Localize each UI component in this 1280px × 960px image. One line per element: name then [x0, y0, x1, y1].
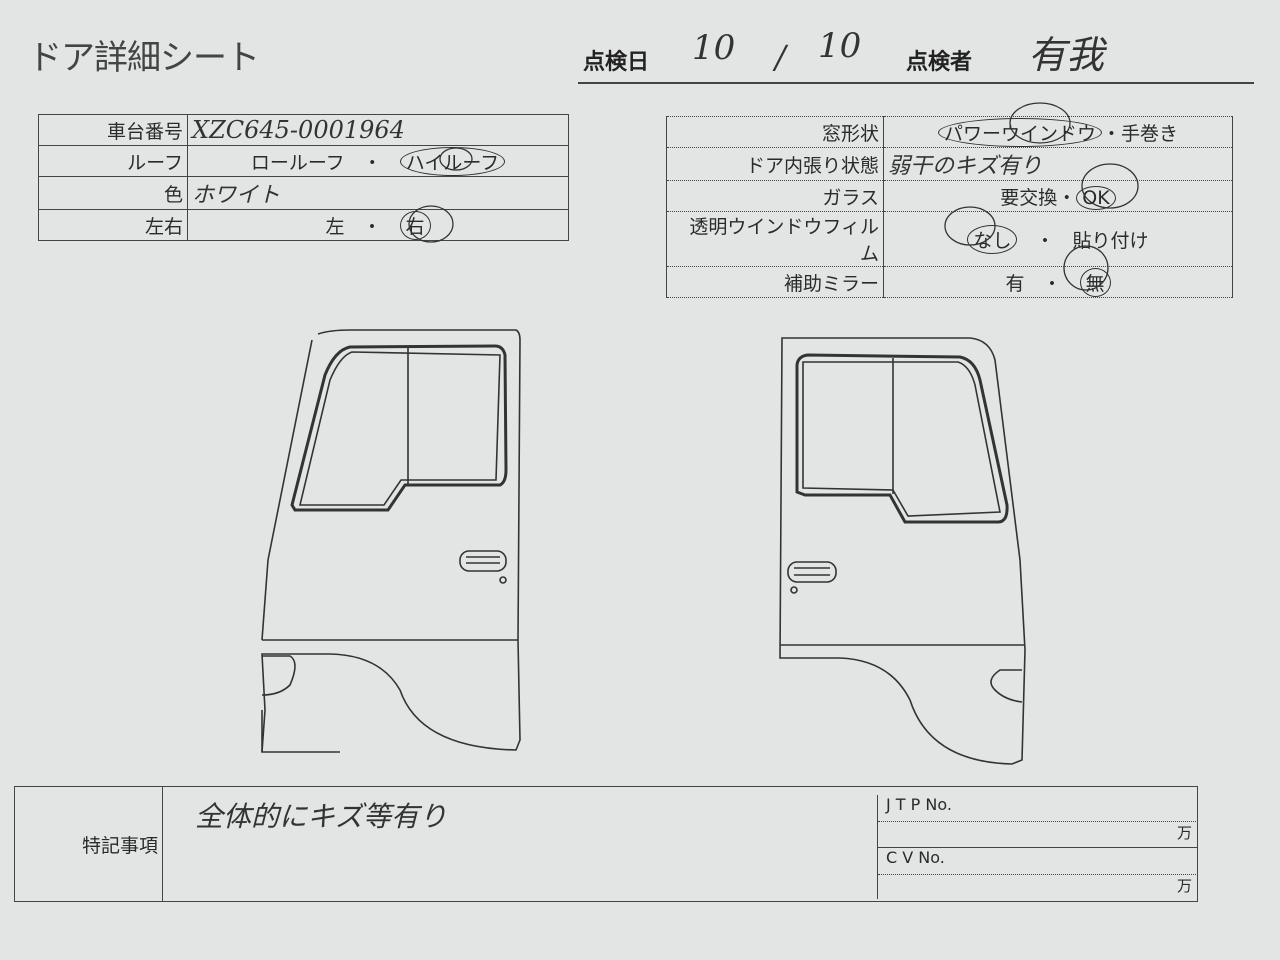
color-value: ホワイト: [187, 176, 569, 210]
row-label: 窓形状: [666, 116, 884, 148]
option-high-roof-selected[interactable]: ハイルーフ: [399, 146, 506, 176]
row-label: 補助ミラー: [666, 266, 884, 298]
date-month: 10: [692, 28, 736, 68]
left-door-diagram: [261, 329, 521, 753]
chassis-number: XZC645-0001964: [187, 114, 569, 146]
option-none-selected[interactable]: なし: [967, 224, 1018, 254]
sheet-title: ドア詳細シート: [28, 38, 260, 78]
table-row: ドア内張り状態 弱干のキズ有り: [666, 147, 1233, 181]
date-separator: /: [775, 38, 786, 76]
vehicle-info-table: 車台番号 XZC645-0001964 ルーフ ロールーフ・ハイルーフ 色 ホワ…: [38, 114, 569, 241]
option-left[interactable]: 左: [325, 215, 345, 238]
option-replace[interactable]: 要交換: [1000, 186, 1058, 209]
table-row: 補助ミラー 有・無: [666, 266, 1233, 298]
date-day: 10: [818, 26, 862, 66]
option-yes[interactable]: 有: [1005, 272, 1025, 295]
row-label: ルーフ: [38, 145, 188, 177]
inspection-date-label: 点検日: [583, 50, 650, 75]
cv-number-label: C V No.: [878, 848, 1198, 875]
door-trim-condition: 弱干のキズ有り: [883, 147, 1233, 181]
table-row: ガラス 要交換・OK: [666, 180, 1233, 212]
inspector-label: 点検者: [906, 50, 973, 75]
jtp-number-label: J T P No.: [878, 795, 1198, 822]
option-manual[interactable]: 手巻き: [1121, 122, 1179, 145]
row-label: 車台番号: [38, 114, 188, 146]
option-applied[interactable]: 貼り付け: [1072, 229, 1149, 252]
option-low-roof[interactable]: ロールーフ: [250, 151, 345, 174]
special-notes-value: 全体的にキズ等有り: [195, 800, 448, 833]
header-underline: [578, 82, 1254, 84]
table-row: 車台番号 XZC645-0001964: [38, 114, 569, 146]
cv-unit: 万: [1176, 877, 1192, 895]
table-row: 色 ホワイト: [38, 176, 569, 210]
special-notes-label: 特記事項: [15, 787, 163, 901]
selection-circle-marks: [408, 102, 1139, 291]
table-row: 左右 左・右: [38, 209, 569, 241]
door-condition-table: 窓形状 パワーウインドウ・手巻き ドア内張り状態 弱干のキズ有り ガラス 要交換…: [666, 116, 1233, 298]
row-label: 左右: [38, 209, 188, 241]
row-label: 透明ウインドウフィルム: [666, 211, 884, 267]
right-door-diagram: [779, 337, 1026, 765]
special-notes-section: 特記事項 全体的にキズ等有り J T P No. 万 C V No. 万: [14, 786, 1198, 902]
jtp-unit: 万: [878, 822, 1198, 848]
option-ok-selected[interactable]: OK: [1076, 185, 1116, 210]
number-box: J T P No. 万 C V No. 万: [877, 795, 1198, 899]
inspector-name: 有我: [1028, 33, 1105, 77]
